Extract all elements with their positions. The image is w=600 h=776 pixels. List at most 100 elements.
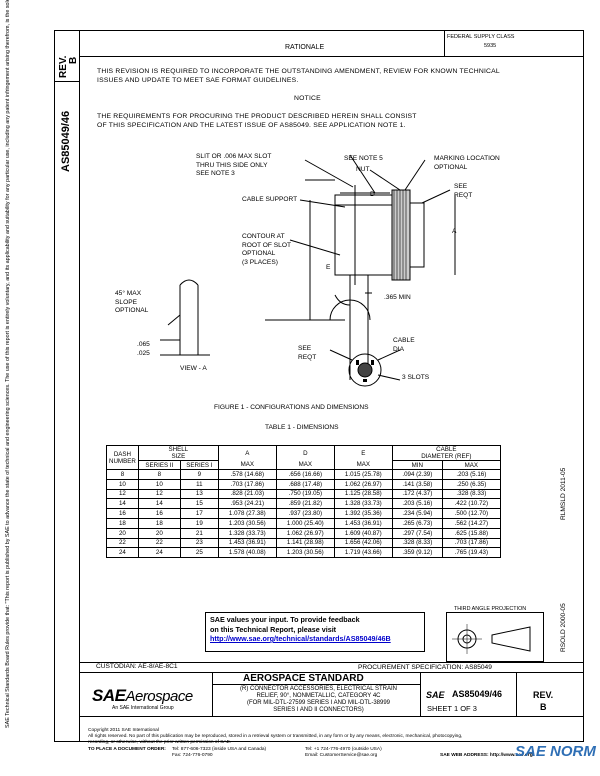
table-cell: 1.078 (27.38) [217, 508, 277, 519]
col-a-max: MAX [217, 460, 277, 470]
col-min: MIN [391, 460, 443, 470]
table-cell: .828 (21.03) [217, 488, 277, 500]
table-cell: .265 (6.73) [391, 517, 443, 529]
table-cell: 14 [137, 498, 181, 510]
feedback-line1: SAE values your input. To provide feedba… [210, 615, 360, 624]
third-angle-label: THIRD ANGLE PROJECTION [452, 606, 529, 612]
sae-logo-sub: An SAE International Group [112, 705, 174, 711]
table-cell: 12 [106, 488, 139, 500]
right-vertical-2: RSOLD 2000-05 [560, 603, 567, 652]
table-cell: 10 [137, 478, 181, 490]
sae-norm-watermark: SAE NORM [515, 743, 596, 760]
rev-cell [54, 30, 80, 82]
sheet-number: SHEET 1 OF 3 [427, 704, 477, 713]
table-cell: .422 (10.72) [441, 498, 501, 510]
col-series1: SERIES I [179, 460, 219, 470]
table-cell: 1.392 (35.36) [333, 508, 393, 519]
rationale-title: RATIONALE [285, 44, 325, 51]
table-cell: .703 (17.86) [441, 537, 501, 549]
page-frame [54, 30, 584, 742]
table-cell: 20 [106, 527, 139, 539]
table-cell: 1.328 (33.73) [333, 498, 393, 510]
feedback-box: SAE values your input. To provide feedba… [205, 612, 425, 652]
order-label: TO PLACE A DOCUMENT ORDER: [88, 747, 166, 752]
sae-logo: SAEAerospace [92, 686, 193, 705]
table-cell: 8 [106, 469, 139, 480]
table-cell: 1.062 (26.97) [333, 478, 393, 490]
table-cell: .765 (19.43) [441, 547, 501, 559]
table-cell: .359 (9.12) [391, 547, 443, 559]
col-d: D [275, 445, 335, 461]
fsc-code: 5935 [484, 43, 497, 49]
table-cell: .141 (3.58) [391, 478, 443, 490]
standard-divider [212, 684, 420, 685]
doc-number: AS85049/46 [452, 689, 503, 699]
view-a-label: VIEW - A [180, 365, 207, 372]
table-cell: .562 (14.27) [441, 517, 501, 529]
table-cell: 18 [137, 517, 181, 529]
feedback-link[interactable]: http://www.sae.org/technical/standards/A… [210, 634, 391, 643]
see-note-5-label: SEE NOTE 5 [344, 155, 383, 162]
title-rev-label: REV. [533, 690, 554, 700]
title-rev-value: B [540, 702, 547, 712]
nut-label: NUT [356, 166, 370, 173]
title-vdivider-2 [420, 672, 421, 716]
col-e-max: MAX [333, 460, 393, 470]
table-cell: 22 [106, 537, 139, 549]
figure-caption: FIGURE 1 - CONFIGURATIONS AND DIMENSIONS [214, 404, 369, 411]
third-angle-box [446, 612, 544, 662]
dim-d-label: D [370, 191, 375, 198]
title-vdivider-3 [516, 672, 517, 716]
custodian-divider-bottom [80, 672, 584, 673]
rev-value-vertical: B [68, 56, 79, 64]
custodian-divider-top [80, 662, 584, 663]
table-cell: 15 [179, 498, 219, 510]
table-cell: 1.000 (25.40) [275, 517, 335, 529]
table-cell: 9 [179, 469, 219, 480]
table-cell: 14 [106, 498, 139, 510]
col-d-max: MAX [275, 460, 335, 470]
table-cell: 1.125 (28.58) [333, 488, 393, 500]
table-cell: 8 [137, 469, 181, 480]
custodian-text: CUSTODIAN: AE-8/AE-8C1 [96, 663, 178, 670]
document-description: (R) CONNECTOR ACCESSORIES, ELECTRICAL ST… [239, 686, 398, 713]
col-series2: SERIES II [137, 460, 181, 470]
table-cell: .172 (4.37) [391, 488, 443, 500]
table-cell: .953 (24.21) [217, 498, 277, 510]
table-cell: 24 [137, 547, 181, 559]
table-cell: .500 (12.70) [441, 508, 501, 519]
copyright-block: Copyright 2011 SAE International All rig… [88, 728, 463, 745]
table-cell: 1.609 (40.87) [333, 527, 393, 539]
table-cell: .937 (23.80) [275, 508, 335, 519]
nut [391, 189, 411, 281]
table-cell: 1.328 (33.73) [217, 527, 277, 539]
right-vertical-1: RLMSLD 2011-05 [560, 467, 567, 520]
col-max: MAX [441, 460, 501, 470]
cable-bend [329, 299, 371, 321]
rationale-text: THIS REVISION IS REQUIRED TO INCORPORATE… [97, 68, 500, 84]
side-legal-note: SAE Technical Standards Board Rules prov… [5, 0, 11, 728]
dim-065-025: .065.025 [137, 341, 150, 357]
aerospace-standard-title: AEROSPACE STANDARD [243, 673, 364, 684]
table-cell: 16 [137, 508, 181, 519]
doc-number-vertical: AS85049/46 [60, 110, 72, 172]
table-cell: 12 [137, 488, 181, 500]
sae-web-address[interactable]: SAE WEB ADDRESS: http://www.sae.org [440, 753, 533, 758]
order-contacts: Tel: 877-606-7323 (inside USA and Canada… [172, 747, 267, 758]
title-bottom-divider [80, 716, 584, 717]
col-a: A [217, 445, 277, 461]
table-cell: .328 (8.33) [441, 488, 501, 500]
table-cell: 1.578 (40.08) [217, 547, 277, 559]
table-cell: .688 (17.48) [275, 478, 335, 490]
table-cell: 1.453 (36.91) [217, 537, 277, 549]
federal-supply-label: FEDERAL SUPPLY CLASS [447, 34, 515, 40]
table-cell: 24 [106, 547, 139, 559]
